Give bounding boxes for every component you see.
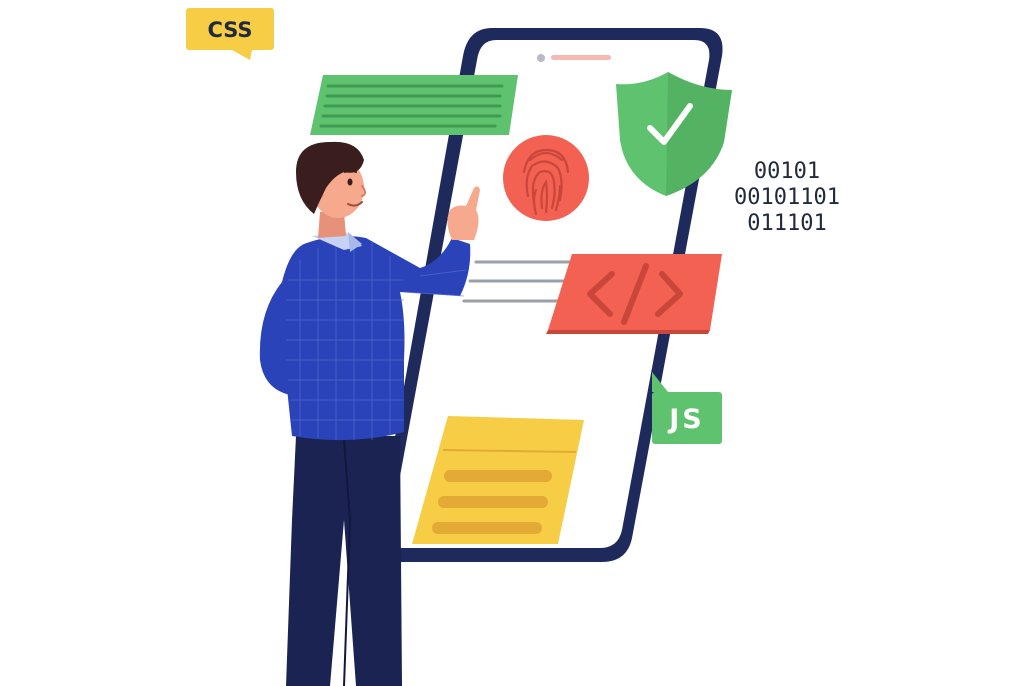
binary-line-2: 00101101 (734, 185, 840, 210)
css-tag: CSS (186, 8, 274, 60)
css-label: CSS (207, 18, 252, 42)
hair (296, 141, 364, 214)
person (259, 141, 480, 686)
phone-camera (537, 54, 545, 62)
shirt (282, 236, 471, 441)
binary-line-1: 00101 (754, 159, 820, 184)
screen-lines (462, 260, 572, 303)
js-label: JS (667, 404, 705, 435)
phone-speaker (551, 55, 611, 60)
fingerprint-icon (503, 135, 589, 221)
message-card (310, 75, 518, 135)
shield-check-icon (616, 72, 732, 196)
js-tag: JS (652, 372, 722, 444)
binary-line-3: 011101 (747, 211, 826, 236)
pants (286, 436, 402, 686)
hand (447, 186, 480, 240)
checkmark-icon (647, 103, 693, 145)
code-card (546, 254, 722, 334)
document-card (412, 416, 584, 544)
code-brackets-icon (587, 263, 683, 325)
binary-code: 00101 00101101 011101 (734, 159, 840, 236)
